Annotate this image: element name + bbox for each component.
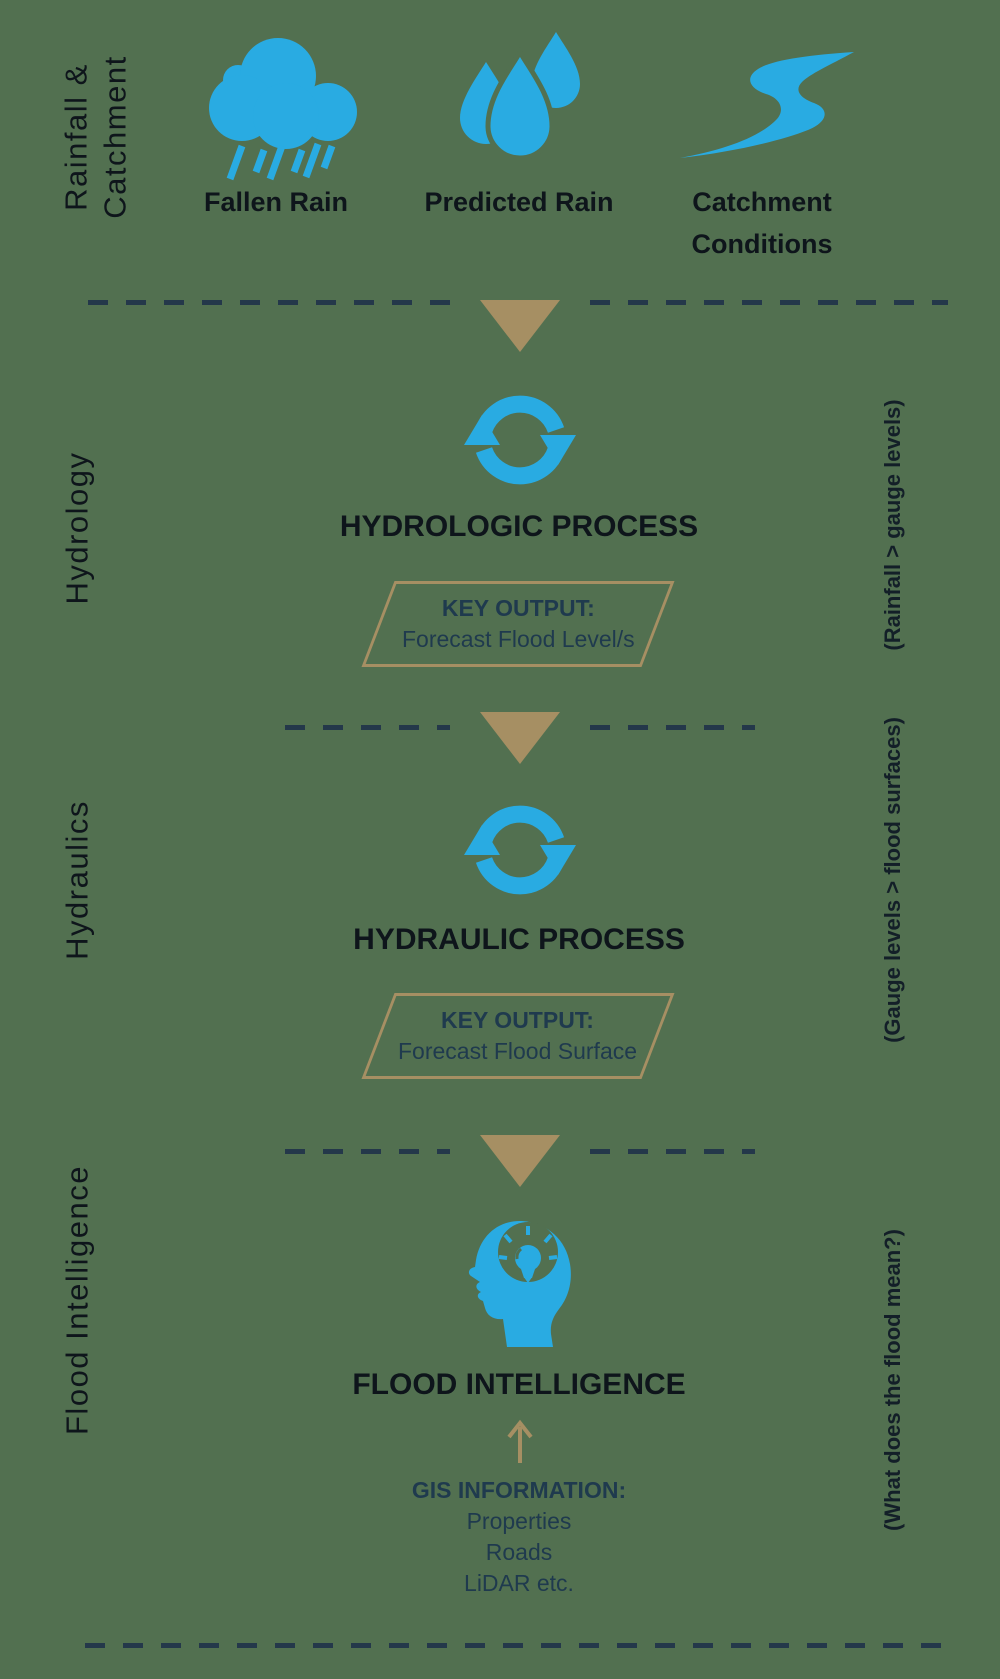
river-icon: [680, 52, 854, 158]
heading-hydraulic-process: HYDRAULIC PROCESS: [353, 923, 685, 956]
head-idea-icon: [468, 1220, 571, 1347]
item-label-predicted-rain: Predicted Rain: [424, 187, 614, 217]
key-output-value: Forecast Flood Surface: [398, 1038, 638, 1064]
item-label-line: Catchment: [692, 187, 832, 217]
section-label-flood-intelligence: Flood Intelligence: [59, 1165, 95, 1435]
section-label-line: Rainfall &: [58, 63, 94, 211]
key-output-content: KEY OUTPUT: Forecast Flood Surface: [398, 1005, 637, 1067]
annotation-gauge-flood-surfaces: (Gauge levels > flood surfaces): [880, 717, 905, 1043]
divider-dashed-line: [285, 725, 450, 730]
key-output-label: KEY OUTPUT:: [441, 1006, 595, 1033]
heading-flood-intelligence: FLOOD INTELLIGENCE: [352, 1368, 686, 1401]
cycle-icon: [464, 805, 576, 895]
gis-item-roads: Roads: [485, 1538, 553, 1565]
annotation-flood-meaning: (What does the flood mean?): [880, 1229, 905, 1531]
section-label-rainfall-catchment: Rainfall & Catchment: [57, 55, 135, 218]
annotation-rainfall-gauge: (Rainfall > gauge levels): [880, 399, 905, 651]
divider-dashed-line: [85, 1643, 953, 1648]
key-output-value: Forecast Flood Level/s: [401, 626, 635, 652]
divider-dashed-line: [590, 725, 755, 730]
rain-cloud-icon: [209, 38, 357, 181]
item-label-fallen-rain: Fallen Rain: [203, 187, 349, 217]
section-label-line: Catchment: [97, 55, 132, 219]
item-label-catchment-conditions: Catchment Conditions: [692, 182, 833, 266]
down-triangle-icon: [480, 1135, 560, 1187]
rain-drops-icon: [460, 32, 580, 161]
down-triangle-icon: [480, 712, 560, 764]
up-arrow-icon: [507, 1419, 533, 1463]
gis-information-label: GIS INFORMATION:: [411, 1477, 627, 1503]
down-triangle-icon: [480, 300, 560, 352]
key-output-label: KEY OUTPUT:: [441, 594, 595, 621]
key-output-box-hydraulics: KEY OUTPUT: Forecast Flood Surface: [361, 993, 675, 1079]
gis-item-lidar: LiDAR etc.: [464, 1569, 574, 1596]
section-label-hydraulics: Hydraulics: [59, 800, 95, 960]
divider-dashed-line: [88, 300, 450, 305]
cycle-icon: [464, 395, 576, 485]
divider-dashed-line: [590, 1149, 755, 1154]
heading-hydrologic-process: HYDROLOGIC PROCESS: [339, 510, 699, 543]
divider-dashed-line: [285, 1149, 450, 1154]
key-output-box-hydrology: KEY OUTPUT: Forecast Flood Level/s: [361, 581, 675, 667]
key-output-content: KEY OUTPUT: Forecast Flood Level/s: [402, 593, 635, 655]
gis-information-block: GIS INFORMATION: Properties Roads LiDAR …: [412, 1476, 626, 1599]
gis-item-properties: Properties: [466, 1507, 572, 1534]
divider-dashed-line: [590, 300, 948, 305]
item-label-line: Conditions: [691, 228, 833, 259]
section-label-hydrology: Hydrology: [59, 451, 95, 605]
